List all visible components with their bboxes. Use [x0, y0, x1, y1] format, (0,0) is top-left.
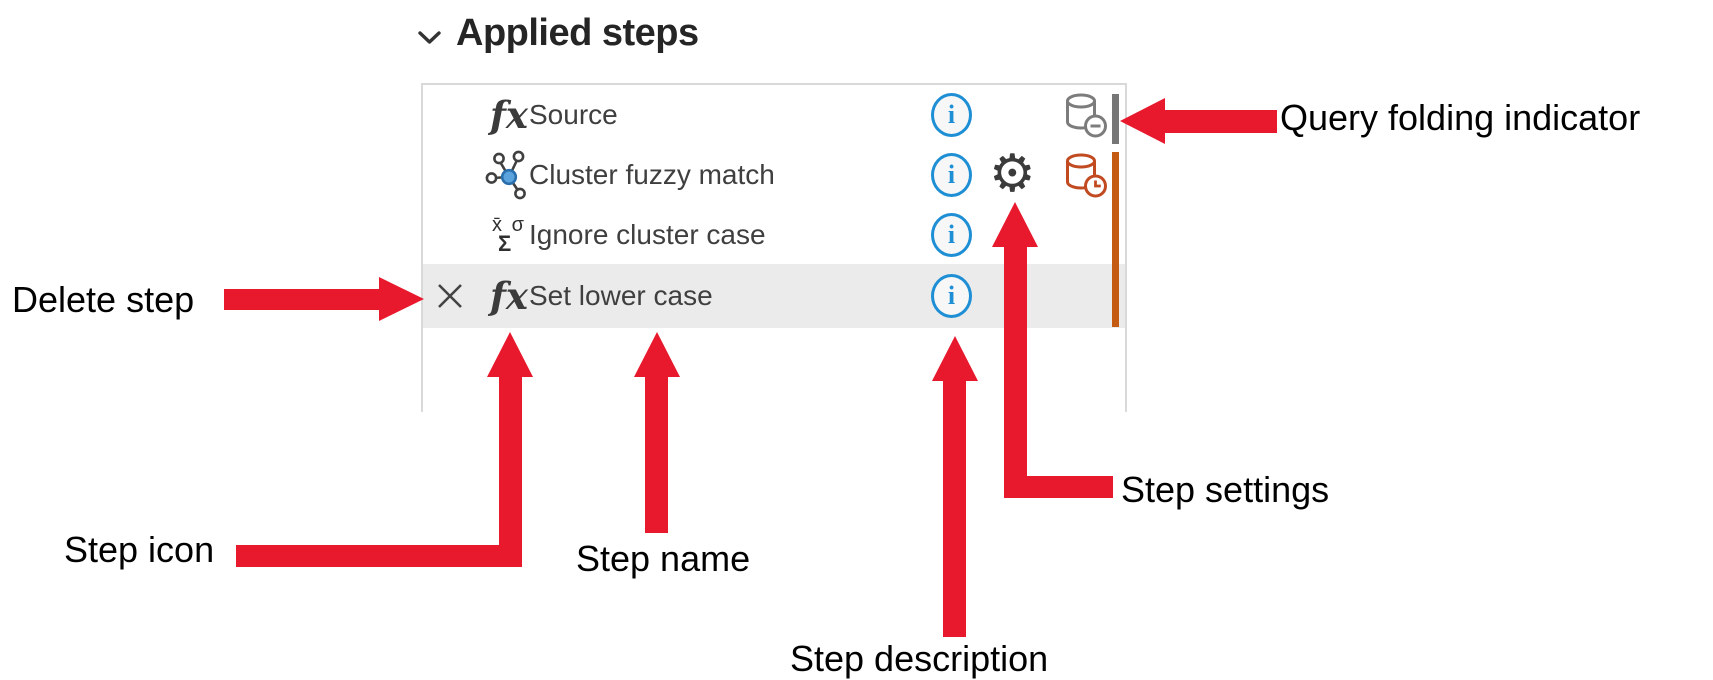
statistics-icon: x̄ σ Σ	[492, 214, 526, 256]
info-icon[interactable]: i	[931, 213, 972, 257]
section-title: Applied steps	[456, 12, 699, 54]
arrow-delete-step	[379, 277, 424, 321]
label-delete-step: Delete step	[12, 279, 195, 320]
step-name: Set lower case	[529, 280, 713, 311]
cluster-icon	[485, 150, 526, 200]
delete-step-icon[interactable]	[433, 279, 467, 313]
label-step-settings: Step settings	[1121, 469, 1330, 510]
label-step-description: Step description	[790, 638, 1049, 679]
arrow-step-description-shaft	[943, 380, 966, 637]
gear-icon[interactable]: ⚙	[989, 144, 1036, 203]
step-row-cluster-fuzzy-match[interactable]: Cluster fuzzy match i ⚙	[423, 145, 1125, 205]
step-name: Cluster fuzzy match	[529, 159, 775, 190]
arrow-step-name	[634, 332, 680, 377]
info-icon[interactable]: i	[931, 93, 972, 137]
query-folding-indicator-gray	[1112, 94, 1119, 144]
chevron-down-icon[interactable]	[418, 30, 441, 45]
label-step-icon: Step icon	[64, 529, 215, 570]
arrow-step-icon	[487, 332, 533, 377]
arrow-query-folding-shaft	[1163, 110, 1277, 133]
arrow-step-settings-hbar	[1027, 476, 1113, 498]
label-query-folding: Query folding indicator	[1280, 97, 1641, 138]
step-row-ignore-cluster-case[interactable]: x̄ σ Σ Ignore cluster case i	[423, 205, 1125, 265]
info-icon[interactable]: i	[931, 274, 972, 318]
arrow-step-name-shaft	[645, 376, 668, 533]
arrow-step-icon-hbar	[236, 545, 522, 567]
step-name: Source	[529, 99, 618, 130]
applied-steps-header: Applied steps	[418, 12, 699, 55]
arrow-delete-step-shaft	[224, 289, 380, 310]
database-time-icon	[1066, 153, 1107, 198]
fx-icon: fx	[490, 273, 528, 318]
arrow-step-description	[932, 336, 978, 381]
step-name: Ignore cluster case	[529, 219, 766, 250]
query-folding-indicator-orange	[1112, 152, 1119, 327]
info-icon[interactable]: i	[931, 153, 972, 197]
database-not-folded-icon	[1066, 93, 1107, 138]
step-row-source[interactable]: fx Source i	[423, 85, 1125, 145]
arrow-step-settings	[992, 202, 1038, 247]
arrow-step-settings-shaft	[1004, 246, 1027, 498]
arrow-query-folding	[1120, 98, 1165, 144]
arrow-step-icon-shaft	[499, 376, 522, 567]
label-step-name: Step name	[576, 538, 751, 579]
fx-icon: fx	[490, 92, 528, 137]
